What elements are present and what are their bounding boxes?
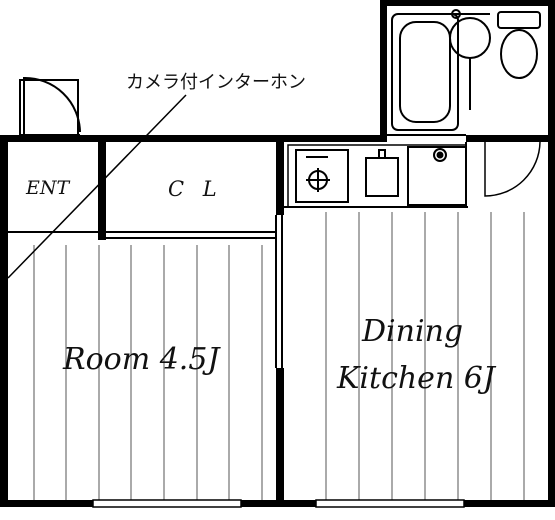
entrance-label: ENT <box>26 177 70 199</box>
gas-stove-icon <box>295 149 349 203</box>
room-label: Room 4.5J <box>63 342 220 377</box>
bathtub-icon <box>391 13 459 131</box>
toilet-icon <box>497 11 541 79</box>
walls <box>0 0 555 507</box>
washing-machine-pan-icon <box>407 146 467 206</box>
dining-kitchen-label-line2: Kitchen 6J <box>337 361 495 396</box>
kitchen-sink-icon <box>365 149 399 197</box>
room-flooring <box>33 245 263 500</box>
windows <box>92 499 465 508</box>
dk-flooring <box>325 212 525 500</box>
intercom-note: カメラ付インターホン <box>126 72 306 93</box>
intercom-leader-line <box>7 94 187 279</box>
wash-basin-icon <box>444 9 491 110</box>
entrance-door <box>19 76 81 136</box>
dining-kitchen-label-line1: Dining <box>362 314 464 349</box>
closet-label: C L <box>168 177 223 201</box>
bath-door <box>484 141 541 197</box>
